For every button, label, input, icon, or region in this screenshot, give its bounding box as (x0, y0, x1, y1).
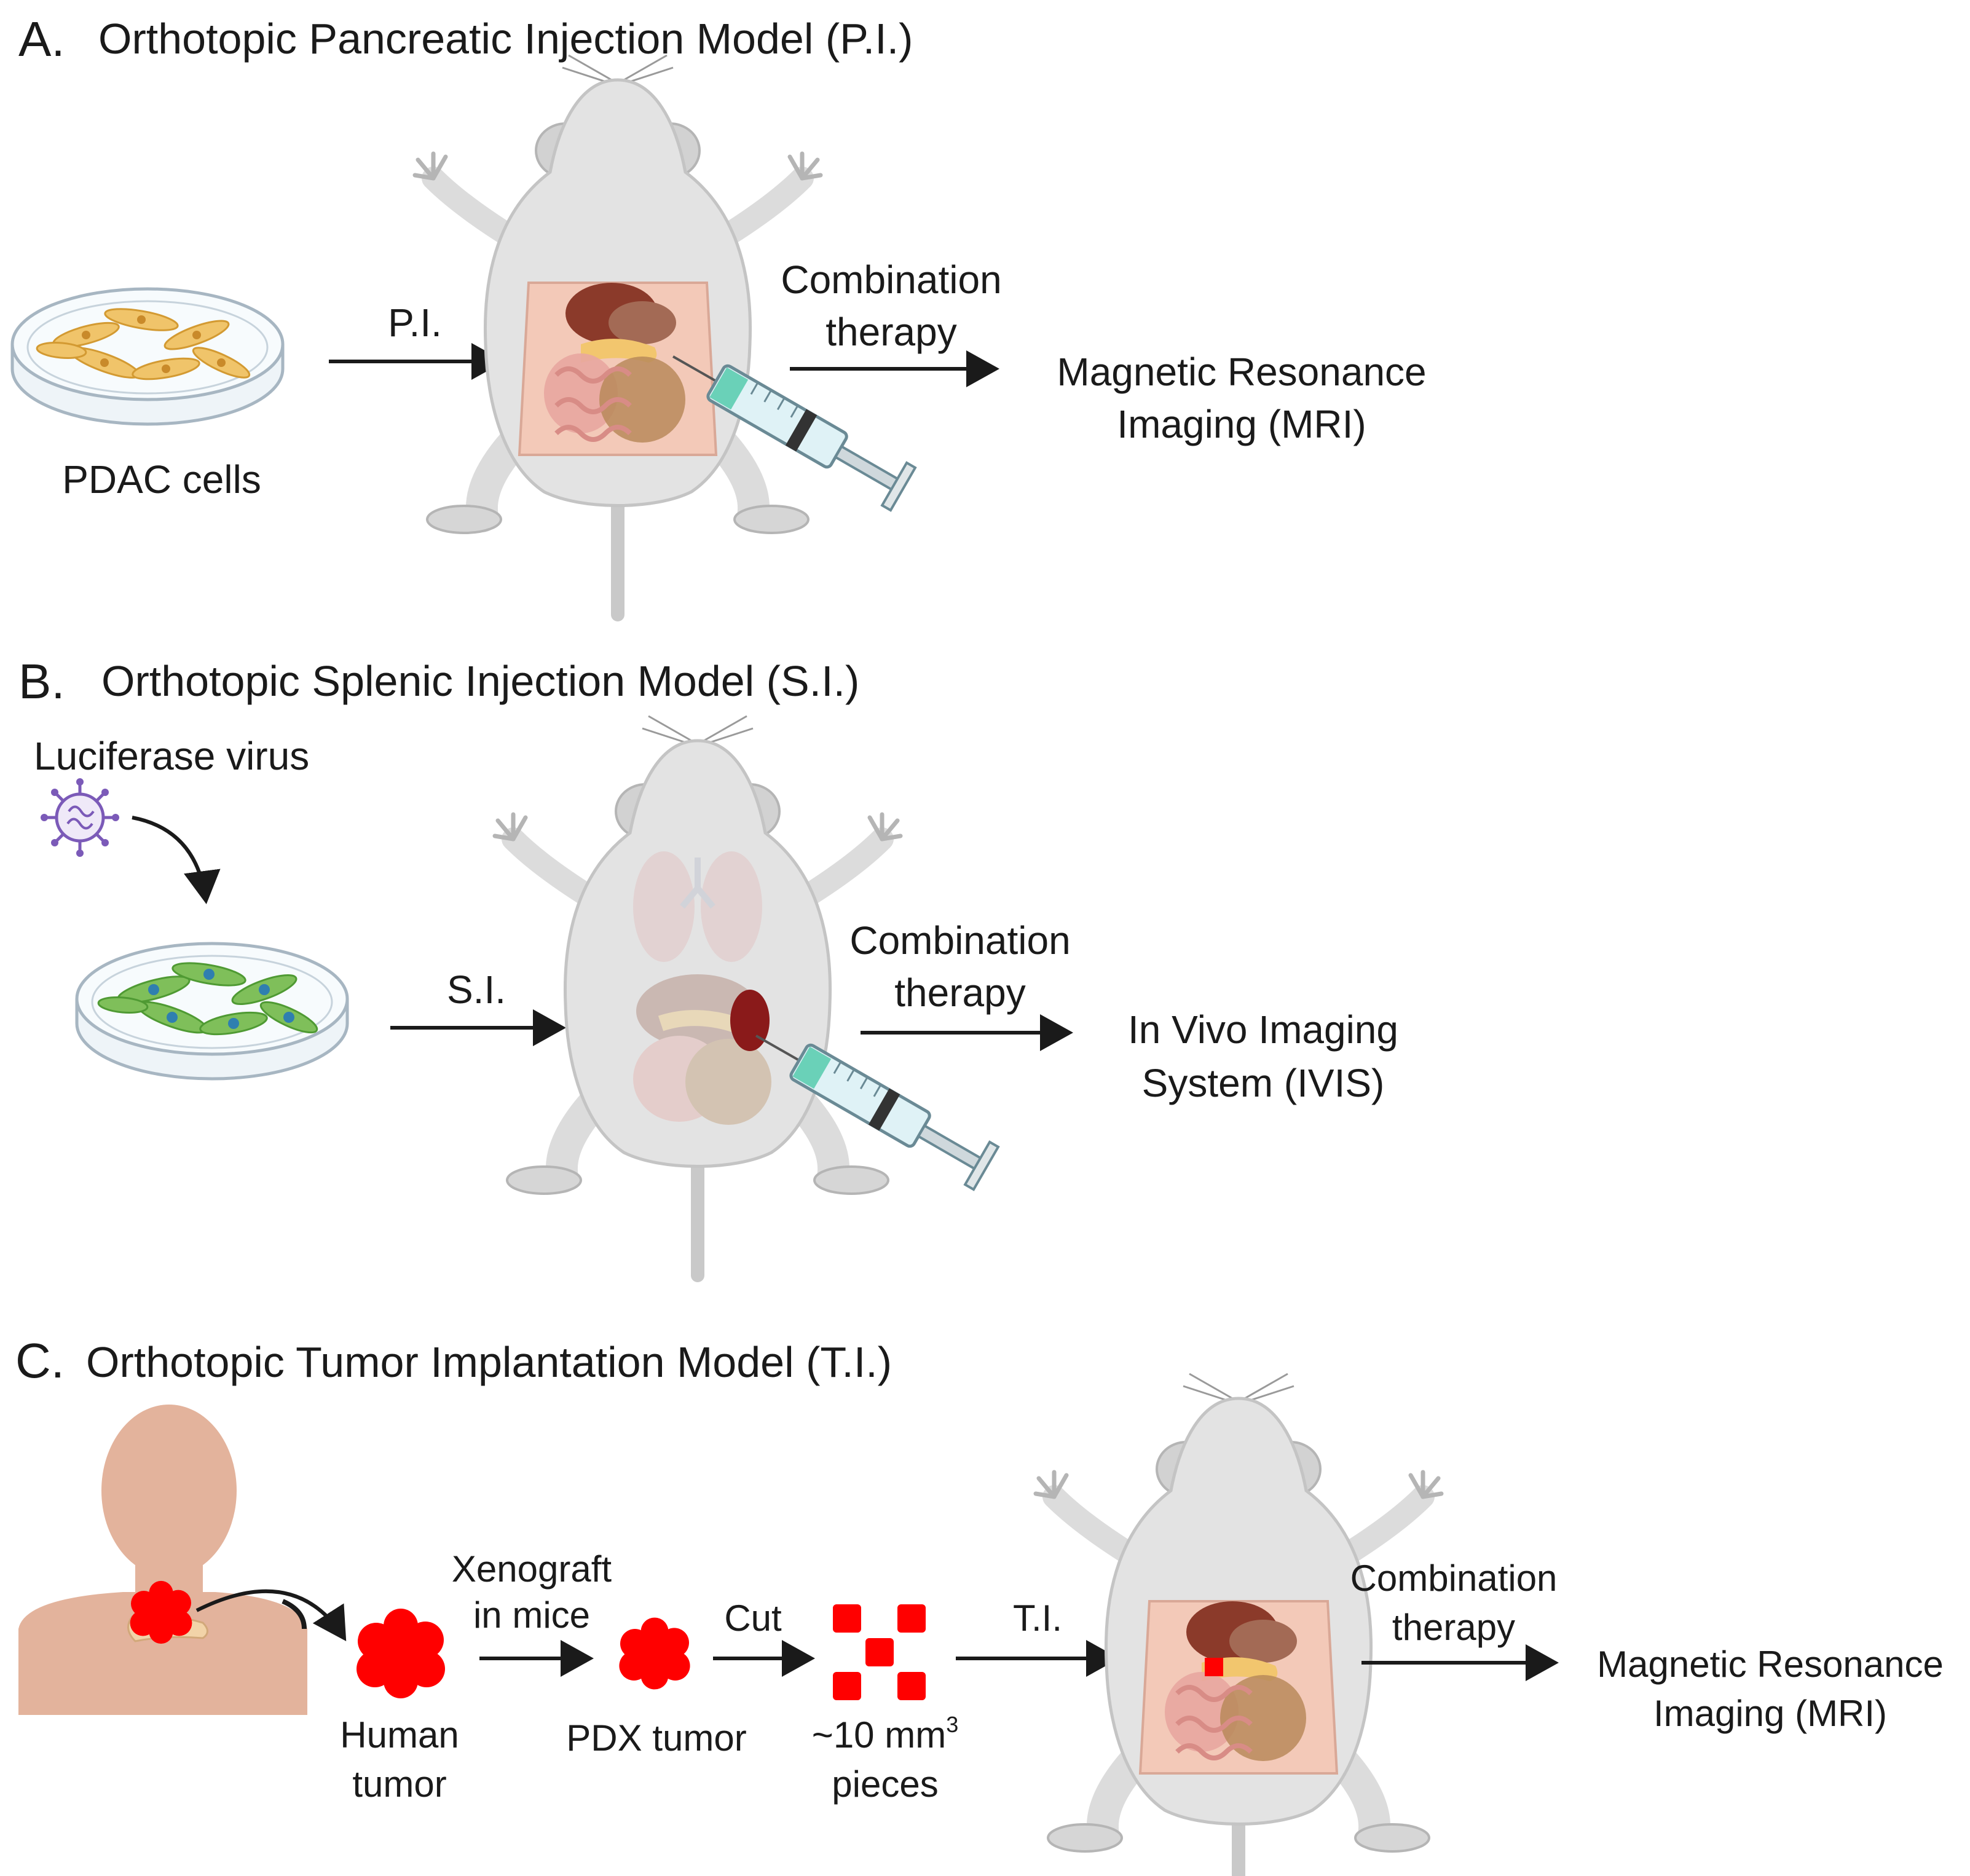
panel-b-letter: B. (18, 654, 65, 709)
panel-b-title: Orthotopic Splenic Injection Model (S.I.… (101, 657, 860, 705)
ti-arrow-label: T.I. (1012, 1598, 1063, 1639)
mri-label-c-line2: Imaging (MRI) (1653, 1693, 1888, 1734)
arrow-human-to-tumor (195, 1589, 347, 1642)
panel-a-artwork (12, 55, 999, 615)
combination-label-c-line1: Combination (1350, 1558, 1558, 1599)
pi-arrow-label: P.I. (388, 301, 442, 345)
petri-dish-pdac (12, 289, 283, 424)
mri-label-a-line1: Magnetic Resonance (1057, 350, 1427, 394)
combination-label-b-line2: therapy (894, 971, 1026, 1015)
virus-icon (41, 778, 119, 857)
xenograft-label-line1: Xenograft (451, 1548, 612, 1590)
pdx-tumor-icon (619, 1617, 690, 1690)
human-tumor-label-line2: tumor (352, 1764, 447, 1805)
pieces-size-label: ~10 mm3 (811, 1711, 959, 1756)
panel-c-title: Orthotopic Tumor Implantation Model (T.I… (86, 1338, 892, 1386)
combination-label-c-line2: therapy (1392, 1607, 1516, 1648)
panel-a-title: Orthotopic Pancreatic Injection Model (P… (98, 15, 913, 63)
panel-c-artwork (18, 1374, 1559, 1876)
mouse-c (1036, 1374, 1441, 1876)
luciferase-virus-label: Luciferase virus (34, 734, 310, 778)
tumor-pieces-icon (833, 1604, 926, 1700)
ivis-label-line2: System (IVIS) (1141, 1061, 1385, 1105)
xenograft-label-line2: in mice (473, 1594, 591, 1636)
pdx-tumor-label: PDX tumor (566, 1717, 747, 1759)
pieces-size-superscript: 3 (946, 1711, 959, 1737)
spleen-icon (730, 990, 770, 1051)
mri-label-a-line2: Imaging (MRI) (1117, 402, 1366, 446)
human-tumor-icon (357, 1609, 445, 1698)
petri-dish-luciferase (77, 944, 347, 1079)
implanted-tumor-icon (1205, 1658, 1223, 1676)
arrow-virus-to-dish (132, 816, 221, 904)
combination-label-a-line1: Combination (781, 258, 1002, 302)
mouse-b (495, 716, 998, 1275)
cut-arrow-label: Cut (724, 1598, 782, 1639)
pdac-cells-label: PDAC cells (62, 457, 261, 502)
mri-label-c-line1: Magnetic Resonance (1597, 1644, 1944, 1685)
panel-b-artwork (41, 716, 1073, 1275)
combination-label-a-line2: therapy (825, 310, 957, 354)
pieces-size-text: ~10 mm (811, 1714, 947, 1756)
si-arrow-label: S.I. (446, 968, 506, 1012)
human-tumor-label-line1: Human (340, 1714, 459, 1756)
human-figure (18, 1405, 307, 1715)
pieces-label-line2: pieces (832, 1764, 939, 1805)
ivis-label-line1: In Vivo Imaging (1128, 1007, 1398, 1052)
panel-a-letter: A. (18, 12, 65, 66)
combination-label-b-line1: Combination (849, 918, 1071, 963)
panel-c-letter: C. (15, 1333, 65, 1388)
